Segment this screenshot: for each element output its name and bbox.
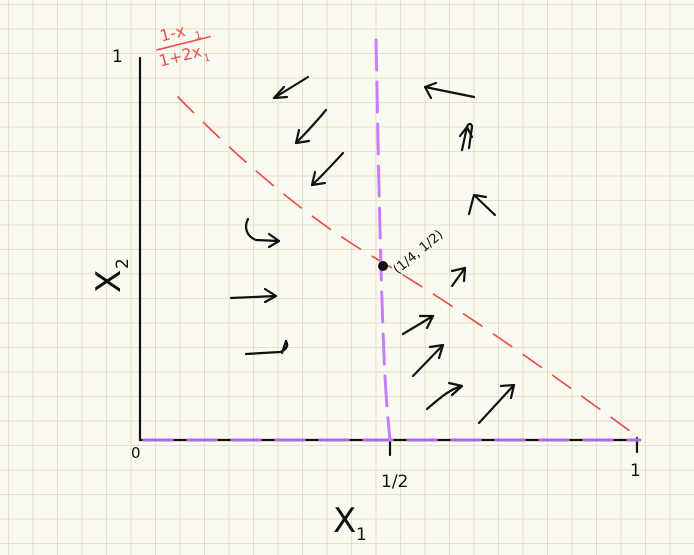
x-axis-title: X 1 <box>333 501 367 545</box>
arrow <box>244 339 289 356</box>
direction-arrows-upper-right <box>423 81 497 217</box>
arrow <box>450 266 467 288</box>
x-axis-letter: X <box>333 501 356 541</box>
arrow <box>272 75 310 100</box>
curve-formula-denominator-sub: 1 <box>203 52 212 64</box>
arrow <box>411 343 445 378</box>
x-axis-subscript: 1 <box>356 525 367 545</box>
direction-arrows-lower-left <box>229 217 289 356</box>
axes <box>138 56 642 457</box>
arrow <box>401 314 435 336</box>
curve-formula-denominator: 1+2x <box>157 42 204 71</box>
arrow <box>423 81 476 100</box>
fixed-point-dot <box>378 261 388 271</box>
arrow <box>458 122 474 152</box>
arrow <box>294 108 328 145</box>
curve-formula: 1-x 1 1+2x 1 <box>156 21 212 71</box>
y-axis-title: X 2 <box>89 258 133 293</box>
direction-arrows-lower-right <box>401 266 516 425</box>
arrow <box>229 287 278 304</box>
direction-arrows-upper-left <box>272 75 345 187</box>
arrow <box>245 217 281 249</box>
tick-label-y-one: 1 <box>112 47 123 67</box>
purple-vertical-nullcline <box>374 38 392 442</box>
y-axis-subscript: 2 <box>113 258 133 269</box>
fixed-point-coordinates: (1/4, 1/2) <box>391 227 447 277</box>
tick-label-half: 1/2 <box>381 472 408 492</box>
arrow <box>310 151 345 187</box>
tick-label-origin: 0 <box>131 444 141 462</box>
curve-formula-numerator-sub: 1 <box>194 30 203 42</box>
curve-formula-numerator: 1-x <box>158 21 187 46</box>
curve-formula-bar <box>156 35 211 51</box>
fixed-point-label: (1/4, 1/2) <box>391 227 447 277</box>
arrow <box>477 383 516 425</box>
y-axis-letter: X <box>89 270 129 293</box>
arrow <box>467 193 497 217</box>
tick-label-x-one: 1 <box>630 461 641 481</box>
arrow <box>425 381 464 411</box>
